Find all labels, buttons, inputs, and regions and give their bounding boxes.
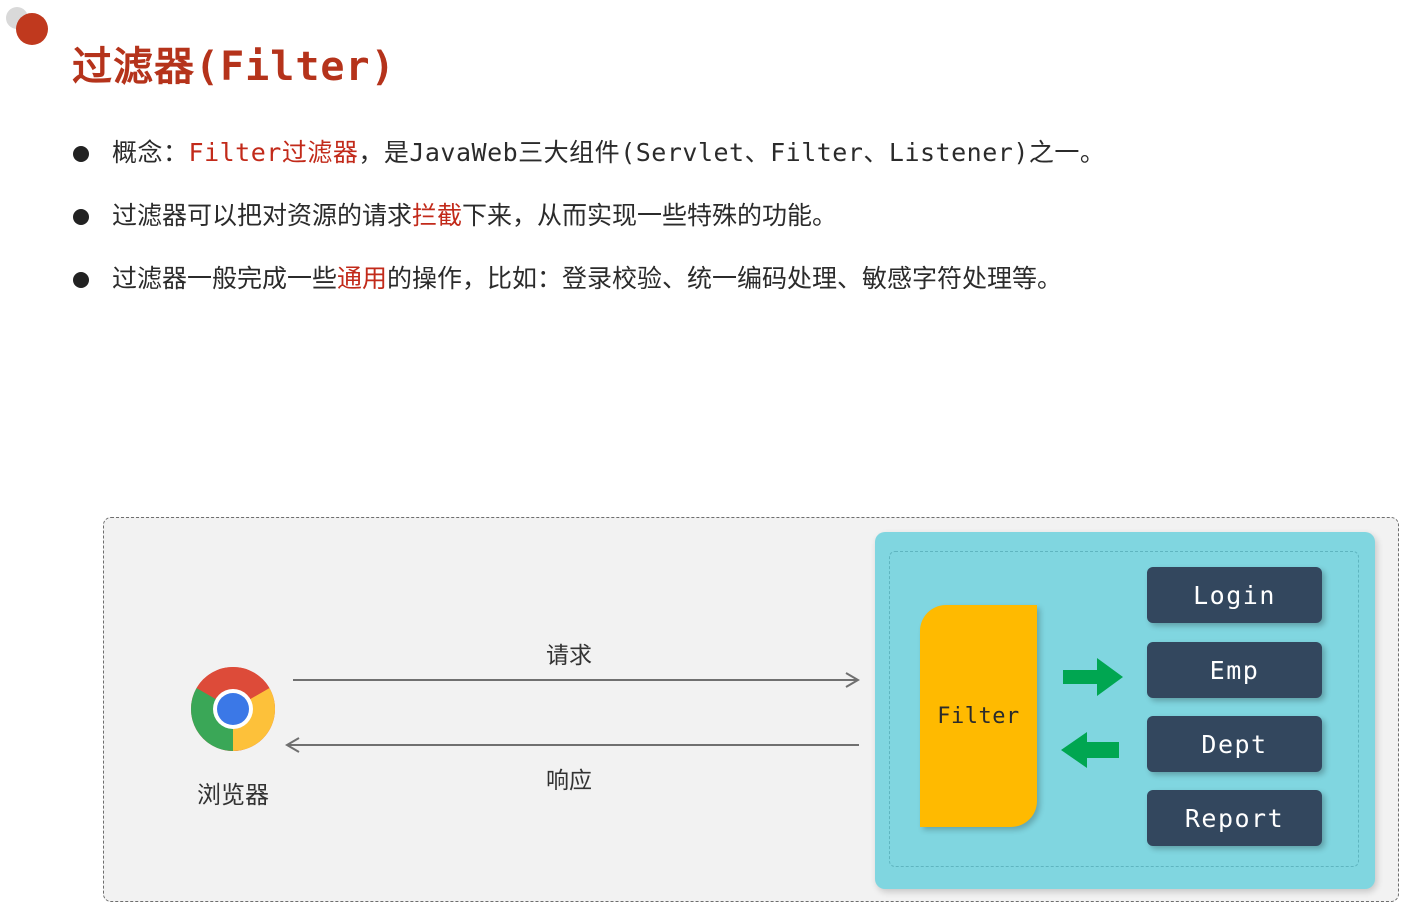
bullet-text-concept-prefix: 概念： [112,138,189,167]
bullet-text-common-suffix: 的操作，比如：登录校验、统一编码处理、敏感字符处理等。 [387,264,1063,293]
resource-report-button[interactable]: Report [1147,790,1322,846]
bullet-text-intercept-suffix: 下来，从而实现一些特殊的功能。 [462,201,838,230]
green-left-arrow-icon [1061,732,1119,768]
filter-box: Filter [920,605,1037,827]
bullet-text-intercept-highlight: 拦截 [412,201,463,230]
bullet-item-concept: 概念：Filter过滤器，是JavaWeb三大组件(Servlet、Filter… [72,132,1105,195]
bullet-item-common: 过滤器一般完成一些通用的操作，比如：登录校验、统一编码处理、敏感字符处理等。 [72,258,1105,321]
bullet-text-concept-suffix: ，是JavaWeb三大组件(Servlet、Filter、Listener)之一… [358,138,1106,167]
chrome-browser-icon [190,666,276,751]
browser-label: 浏览器 [197,781,269,809]
resource-dept-button[interactable]: Dept [1147,716,1322,772]
server-container: Filter Login Emp Dept Report [875,532,1375,889]
green-right-arrow-icon [1063,658,1123,696]
bullet-text-common-highlight: 通用 [337,264,388,293]
resource-login-button[interactable]: Login [1147,567,1322,623]
request-label: 请求 [546,643,592,669]
bullet-list: 概念：Filter过滤器，是JavaWeb三大组件(Servlet、Filter… [72,132,1105,321]
server-inner-boundary [889,551,1359,867]
bullet-text-concept-highlight: Filter过滤器 [188,138,359,167]
bullet-text-intercept-prefix: 过滤器可以把对资源的请求 [112,201,413,230]
filter-diagram: 浏览器 请求 响应 Filter Login Emp Dept Report [103,517,1399,902]
page-title: 过滤器(Filter) [72,44,396,90]
resource-emp-button[interactable]: Emp [1147,642,1322,698]
decorative-dot-red [16,13,48,45]
request-response-arrows [285,672,860,753]
filter-green-arrows [1061,658,1123,768]
response-label: 响应 [546,768,592,794]
bullet-item-intercept: 过滤器可以把对资源的请求拦截下来，从而实现一些特殊的功能。 [72,195,1105,258]
bullet-text-common-prefix: 过滤器一般完成一些 [112,264,338,293]
